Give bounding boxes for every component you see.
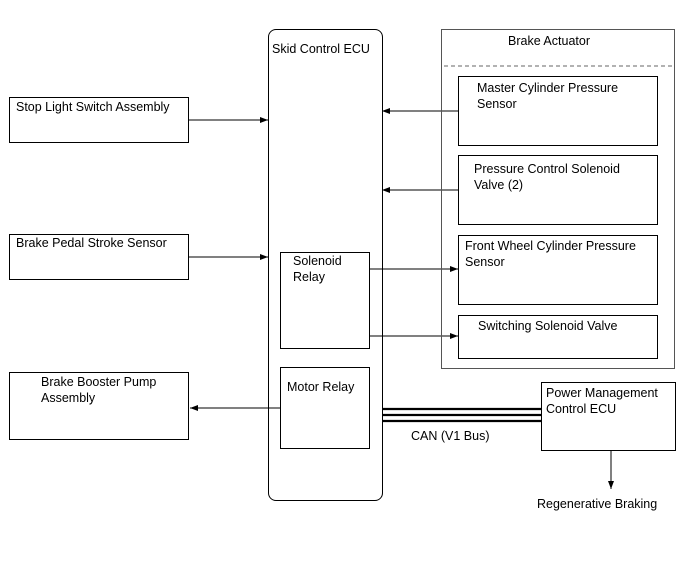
power-management-ecu-label: Power Management Control ECU <box>546 386 658 416</box>
stop-light-switch-box <box>9 97 189 143</box>
skid-control-ecu <box>268 29 383 501</box>
brake-actuator <box>441 29 675 369</box>
stop-light-switch-label: Stop Light Switch Assembly <box>16 100 170 114</box>
front-wheel-sensor-label: Front Wheel Cylinder Pressure Sensor <box>465 239 636 269</box>
master-cylinder-sensor-label: Master Cylinder Pressure Sensor <box>477 81 619 111</box>
skid-control-ecu-title: Skid Control ECU <box>272 42 370 56</box>
power-management-ecu-box <box>541 382 676 451</box>
switching-solenoid-valve-box <box>458 315 658 359</box>
motor-relay-label: Motor Relay <box>287 380 355 394</box>
solenoid-relay-label: Solenoid Relay <box>293 254 342 284</box>
regenerative-braking-label: Regenerative Braking <box>537 497 658 511</box>
brake-booster-pump-label: Brake Booster Pump Assembly <box>41 375 157 405</box>
brake-pedal-sensor-box <box>9 234 189 280</box>
master-cylinder-sensor-box <box>458 76 658 146</box>
brake-actuator-title: Brake Actuator <box>508 34 590 48</box>
pressure-control-valve-box <box>458 155 658 225</box>
solenoid-relay-box <box>280 252 370 349</box>
motor-relay-box <box>280 367 370 449</box>
pressure-control-valve-label: Pressure Control Solenoid Valve (2) <box>474 162 620 192</box>
can-bus-label: CAN (V1 Bus) <box>411 429 490 443</box>
brake-booster-pump-box <box>9 372 189 440</box>
brake-pedal-sensor-label: Brake Pedal Stroke Sensor <box>16 236 167 250</box>
front-wheel-sensor-box <box>458 235 658 305</box>
switching-solenoid-valve-label: Switching Solenoid Valve <box>478 319 618 333</box>
